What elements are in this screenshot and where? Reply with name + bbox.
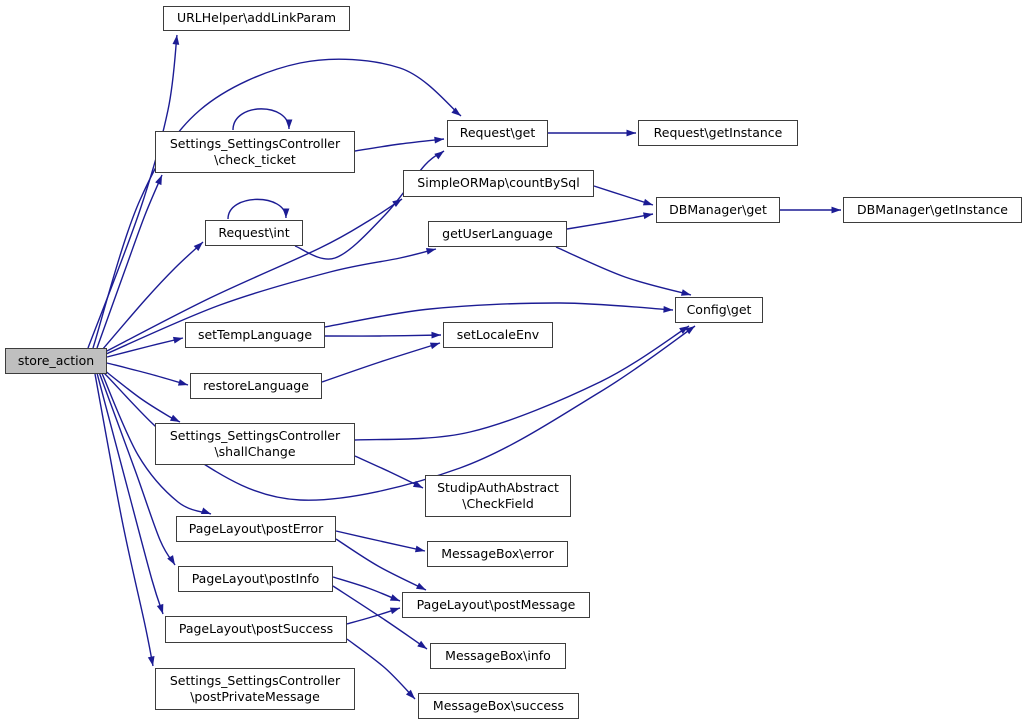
graph-node-request_getinstance[interactable]: Request\getInstance [638,120,798,146]
arrowhead-store_action-request_int [193,242,203,251]
edge-shallchange-config_get [354,325,690,441]
edge-postinfo-postmessage [332,576,401,602]
edge-store_action-getuserlanguage [105,248,437,355]
edge-settemplanguage-config_get [324,302,674,328]
graph-node-messagebox_info[interactable]: MessageBox\info [430,643,566,669]
edge-store_action-check_ticket [96,174,163,349]
arrowhead-getuserlanguage-config_get [680,289,691,296]
arrowhead-settemplanguage-config_get [663,306,673,313]
graph-node-addlinkparam[interactable]: URLHelper\addLinkParam [163,6,350,31]
graph-node-getuserlanguage[interactable]: getUserLanguage [428,221,567,247]
edge-getuserlanguage-config_get [555,246,692,296]
graph-node-postinfo[interactable]: PageLayout\postInfo [178,566,333,592]
edge-request_int-request_int [227,198,287,220]
arrowhead-shallchange-config_get [679,326,689,334]
edge-restorelanguage-setlocaleenv [321,342,441,383]
arrowhead-store_action-postsuccess [156,603,164,614]
graph-node-messagebox_error[interactable]: MessageBox\error [427,541,568,567]
edge-postinfo-messagebox_info [332,585,428,650]
arrowhead-getuserlanguage-dbmanager_get [643,212,653,220]
arrowhead-store_action-request_get [451,107,461,116]
arrowhead-postinfo-postmessage [389,594,400,601]
edge-store_action-postsuccess [96,372,164,615]
edge-posterror-messagebox_error [335,530,426,552]
arrowhead-postsuccess-postmessage [389,607,400,615]
graph-node-dbmanager_getinstance[interactable]: DBManager\getInstance [843,197,1022,223]
graph-node-dbmanager_get[interactable]: DBManager\get [656,197,780,223]
graph-node-check_ticket[interactable]: Settings_SettingsController \check_ticke… [155,131,355,173]
edge-store_action-countbysql [104,198,403,353]
graph-node-postmessage[interactable]: PageLayout\postMessage [402,592,590,618]
edge-store_action-shallchange [103,369,181,423]
arrowhead-check_ticket-check_ticket [285,119,293,129]
edge-store_action-request_get [92,58,462,349]
arrowhead-posterror-postmessage [415,582,426,590]
graph-node-checkfield[interactable]: StudipAuthAbstract \CheckField [425,475,571,517]
arrowhead-postsuccess-messagebox_success [405,689,415,699]
graph-node-postprivatemessage[interactable]: Settings_SettingsController \postPrivate… [155,668,355,710]
edge-store_action-settemplanguage [106,337,184,358]
arrowhead-dbmanager_get-dbmanager_getinstance [831,206,841,214]
graph-node-messagebox_success[interactable]: MessageBox\success [418,693,579,719]
arrowhead-request_int-request_get [434,151,444,160]
graph-node-config_get[interactable]: Config\get [675,297,763,323]
edge-store_action-posterror [100,370,212,515]
arrowhead-store_action-postprivatemessage [147,656,155,666]
arrowhead-store_action-config_get [685,326,695,335]
arrowhead-request_int-request_int [282,208,290,218]
edge-settemplanguage-setlocaleenv [324,334,442,337]
edge-store_action-config_get [102,325,696,501]
edge-posterror-postmessage [335,538,427,591]
graph-node-countbysql[interactable]: SimpleORMap\countBySql [403,170,594,197]
graph-node-postsuccess[interactable]: PageLayout\postSuccess [165,616,347,643]
edge-store_action-request_int [101,241,204,351]
edge-check_ticket-check_ticket [232,108,290,131]
graph-node-setlocaleenv[interactable]: setLocaleEnv [443,322,553,348]
arrowhead-check_ticket-request_get [434,136,444,144]
arrowhead-shallchange-checkfield [412,480,423,488]
arrowhead-store_action-getuserlanguage [425,248,436,255]
graph-node-posterror[interactable]: PageLayout\postError [176,516,336,542]
edge-check_ticket-request_get [354,138,445,152]
arrowhead-store_action-settemplanguage [172,336,183,344]
graph-node-restorelanguage[interactable]: restoreLanguage [190,373,322,399]
arrowhead-store_action-restorelanguage [177,379,188,386]
edge-shallchange-checkfield [354,455,424,489]
edge-request_int-request_get [294,150,445,260]
arrowhead-restorelanguage-setlocaleenv [429,342,440,350]
arrowhead-settemplanguage-setlocaleenv [431,331,441,339]
edge-getuserlanguage-dbmanager_get [566,213,654,230]
arrowhead-store_action-check_ticket [155,175,162,186]
arrowhead-store_action-posterror [200,507,211,514]
graph-node-shallchange[interactable]: Settings_SettingsController \shallChange [155,423,355,465]
arrowhead-store_action-postinfo [167,555,175,565]
edge-store_action-addlinkparam [87,34,178,349]
arrowhead-request_get-request_getinstance [626,129,636,137]
arrowhead-postinfo-messagebox_info [417,640,427,649]
edge-store_action-postinfo [98,371,176,566]
graph-node-settemplanguage[interactable]: setTempLanguage [185,322,325,348]
graph-node-store_action: store_action [5,348,107,374]
edge-store_action-postprivatemessage [94,373,154,667]
arrowhead-store_action-shallchange [169,414,180,422]
arrowhead-countbysql-dbmanager_get [642,198,653,206]
arrowhead-posterror-messagebox_error [414,545,425,553]
graph-node-request_get[interactable]: Request\get [447,120,548,147]
edge-postsuccess-messagebox_success [346,638,416,700]
graph-node-request_int[interactable]: Request\int [205,220,303,246]
arrowhead-store_action-addlinkparam [172,35,180,45]
